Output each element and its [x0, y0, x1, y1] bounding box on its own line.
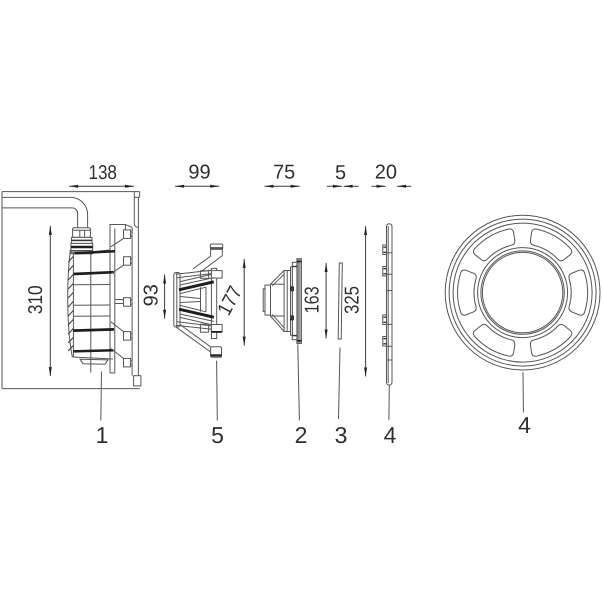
- svg-text:4: 4: [384, 422, 397, 448]
- svg-text:163: 163: [302, 286, 324, 313]
- svg-text:75: 75: [273, 161, 295, 183]
- svg-text:99: 99: [188, 161, 210, 183]
- svg-text:3: 3: [335, 422, 348, 448]
- svg-text:5: 5: [335, 162, 346, 184]
- svg-text:2: 2: [295, 422, 308, 448]
- svg-text:93: 93: [141, 284, 163, 306]
- svg-text:325: 325: [341, 286, 363, 314]
- svg-text:4: 4: [518, 412, 531, 438]
- svg-text:5: 5: [211, 422, 224, 448]
- svg-text:20: 20: [375, 161, 397, 183]
- svg-text:310: 310: [25, 285, 47, 314]
- svg-text:1: 1: [96, 422, 109, 448]
- svg-text:138: 138: [88, 162, 117, 184]
